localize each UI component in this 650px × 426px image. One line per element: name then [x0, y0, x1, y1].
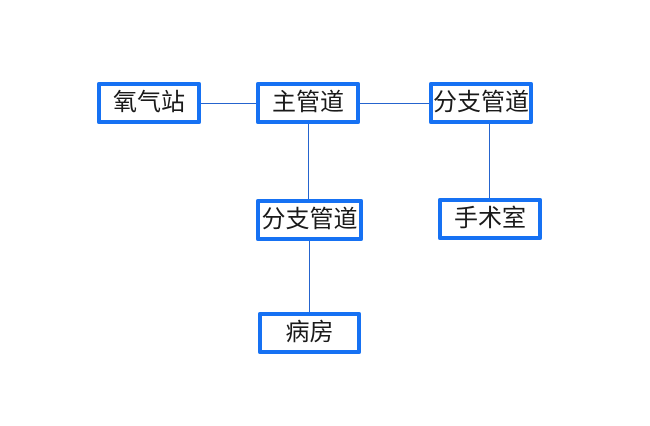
node-main-pipeline-label: 主管道	[272, 90, 344, 116]
edge-main-pipeline-to-branch-pipeline-center	[308, 124, 309, 199]
edge-branch-pipeline-right-to-operating-room	[489, 124, 490, 198]
edge-branch-pipeline-center-to-ward	[309, 241, 310, 312]
edge-main-pipeline-to-branch-pipeline-right	[360, 103, 429, 104]
node-ward: 病房	[258, 312, 361, 354]
node-main-pipeline: 主管道	[256, 82, 360, 124]
node-branch-pipeline-right-label: 分支管道	[433, 90, 529, 116]
node-branch-pipeline-center-label: 分支管道	[261, 207, 358, 233]
node-oxygen-station-label: 氧气站	[113, 90, 185, 116]
node-branch-pipeline-center: 分支管道	[256, 199, 363, 241]
edge-oxygen-station-to-main-pipeline	[201, 103, 256, 104]
node-oxygen-station: 氧气站	[97, 82, 201, 124]
node-branch-pipeline-right: 分支管道	[429, 82, 533, 124]
node-operating-room-label: 手术室	[454, 206, 526, 232]
node-ward-label: 病房	[285, 320, 334, 346]
node-operating-room: 手术室	[438, 198, 542, 240]
